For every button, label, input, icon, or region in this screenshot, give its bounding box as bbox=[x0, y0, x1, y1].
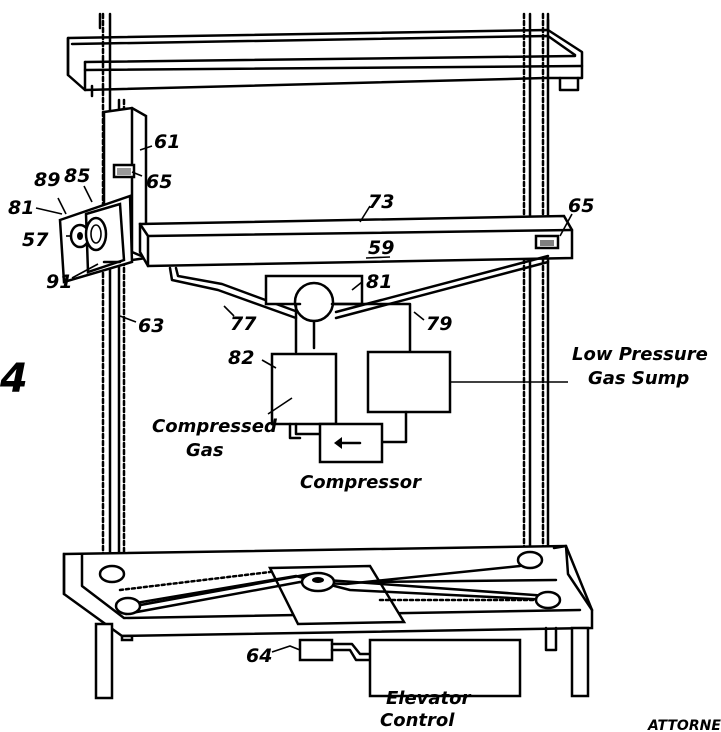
low-pressure-sump bbox=[366, 350, 452, 414]
label-gas-sump: Gas Sump bbox=[588, 368, 689, 389]
label-59: 59 bbox=[368, 237, 394, 259]
label-compressed: Compressed bbox=[152, 416, 278, 437]
arm-73 bbox=[138, 214, 574, 268]
compressed-gas-tank bbox=[270, 352, 338, 426]
label-64: 64 bbox=[246, 645, 272, 667]
base-frame bbox=[62, 544, 594, 700]
leader-lines bbox=[35, 145, 573, 415]
pulley-plate bbox=[58, 194, 134, 284]
label-low-pressure: Low Pressure bbox=[572, 344, 708, 365]
label-85: 85 bbox=[64, 165, 90, 187]
label-attorney: ATTORNEY bbox=[647, 718, 721, 732]
label-compressor: Compressor bbox=[300, 472, 422, 493]
tanks bbox=[270, 350, 568, 464]
label-77: 77 bbox=[230, 313, 257, 335]
label-65-left: 65 bbox=[146, 171, 172, 193]
label-control: Control bbox=[380, 710, 455, 731]
label-81-left: 81 bbox=[8, 197, 34, 219]
label-73: 73 bbox=[368, 191, 394, 213]
labels: 61 65 65 89 85 81 57 91 63 73 59 81 77 7… bbox=[0, 131, 721, 732]
label-91: 91 bbox=[46, 271, 72, 293]
label-57: 57 bbox=[22, 229, 49, 251]
label-61: 61 bbox=[154, 131, 180, 153]
label-elevator: Elevator bbox=[386, 688, 472, 709]
top-frame bbox=[66, 12, 584, 98]
label-82: 82 bbox=[228, 347, 254, 369]
elevator-control-box bbox=[368, 638, 522, 698]
label-81-right: 81 bbox=[366, 271, 392, 293]
label-63: 63 bbox=[138, 315, 164, 337]
label-79: 79 bbox=[426, 313, 452, 335]
label-gas: Gas bbox=[186, 440, 224, 461]
gas-lines bbox=[168, 254, 550, 354]
elevator-control bbox=[271, 638, 522, 698]
figure-mark: 4 bbox=[0, 356, 28, 402]
label-89: 89 bbox=[34, 169, 60, 191]
label-65-right: 65 bbox=[568, 195, 594, 217]
